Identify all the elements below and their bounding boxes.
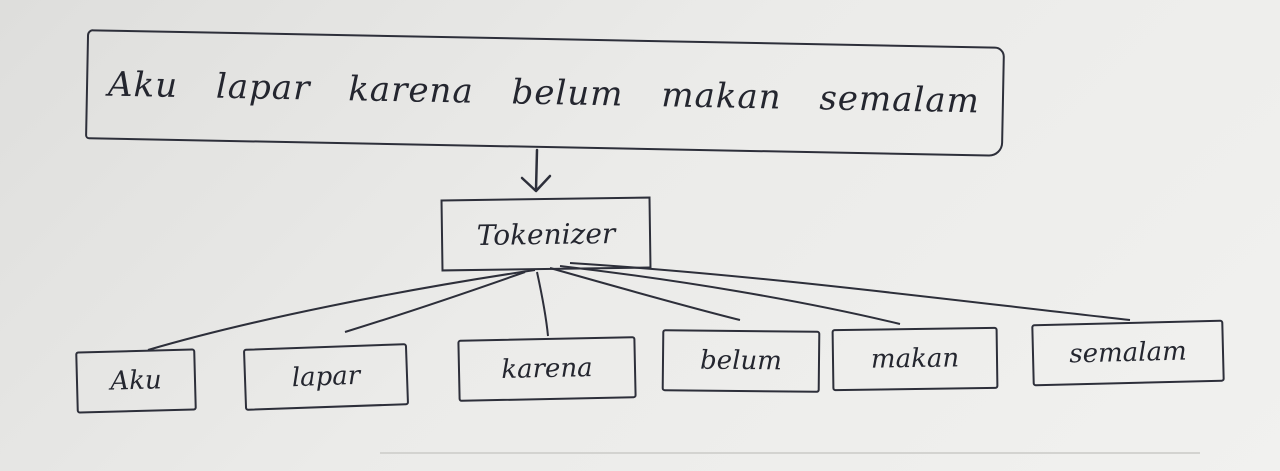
arrow-shaft [534, 148, 539, 192]
token-box-lapar: lapar [242, 343, 410, 411]
input-word: makan [660, 75, 782, 118]
connector-line-makan [559, 265, 901, 325]
arrow-head [520, 174, 552, 193]
token-label: belum [699, 345, 783, 377]
input-word: lapar [215, 66, 311, 109]
token-label: lapar [291, 360, 361, 394]
input-word: karena [347, 69, 475, 112]
token-label: karena [501, 353, 593, 385]
connector-line-karena [536, 271, 549, 337]
token-label: makan [870, 343, 960, 375]
connector-line-aku [147, 269, 536, 351]
token-label: Aku [109, 365, 163, 397]
connector-line-lapar [344, 271, 526, 333]
connector-line-belum [549, 267, 741, 321]
input-word: belum [511, 72, 624, 115]
input-word: semalam [819, 78, 981, 122]
tokenizer-label: Tokenizer [476, 216, 616, 252]
token-box-karena: karena [457, 336, 637, 402]
connector-line-semalam [569, 262, 1131, 321]
token-box-aku: Aku [75, 348, 197, 414]
token-box-semalam: semalam [1031, 319, 1225, 387]
tokenizer-box: Tokenizer [440, 196, 652, 272]
input-sentence-box: Aku lapar karena belum makan semalam [85, 29, 1005, 157]
paper-edge [380, 452, 1200, 454]
token-label: semalam [1068, 336, 1188, 370]
token-box-belum: belum [661, 329, 821, 393]
input-word: Aku [107, 64, 179, 106]
token-box-makan: makan [831, 326, 999, 392]
